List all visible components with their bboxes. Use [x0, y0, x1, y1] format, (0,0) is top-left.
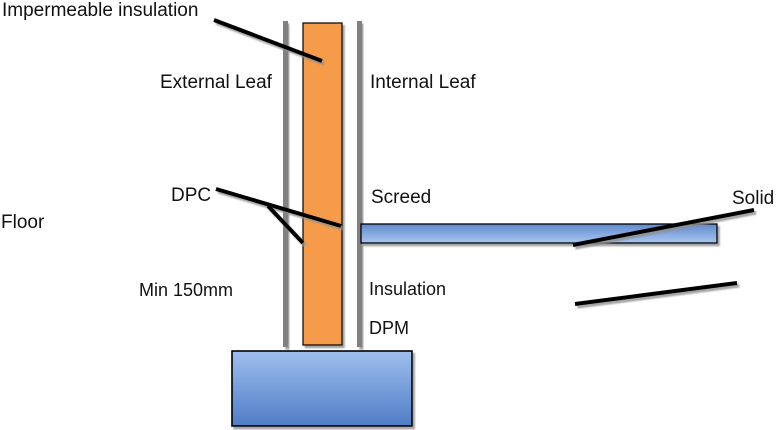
foundation-block — [231, 350, 413, 427]
floor-slab — [360, 223, 718, 244]
internal-leaf-line — [357, 21, 362, 347]
impermeable-insulation-label: Impermeable insulation — [2, 0, 199, 21]
dpm-label: DPM — [369, 318, 409, 338]
dpc-label: DPC — [171, 185, 212, 206]
cavity-insulation-batt — [302, 22, 343, 346]
floor-label: Floor — [1, 212, 45, 233]
floor-insulation-label: Insulation — [369, 279, 447, 299]
leader-solid-floor — [572, 208, 755, 247]
leader-floor-insulation — [574, 281, 738, 306]
leader-dpc-external — [266, 204, 305, 245]
leader-dpc-internal — [215, 187, 342, 228]
internal-leaf-label: Internal Leaf — [370, 72, 476, 93]
leader-impermeable-insulation — [213, 18, 323, 63]
external-leaf-line — [283, 21, 288, 347]
min-150mm-label: Min 150mm — [139, 280, 234, 300]
solid-floor-label: Solid — [732, 188, 775, 209]
screed-label: Screed — [371, 187, 432, 208]
external-leaf-label: External Leaf — [160, 72, 272, 93]
